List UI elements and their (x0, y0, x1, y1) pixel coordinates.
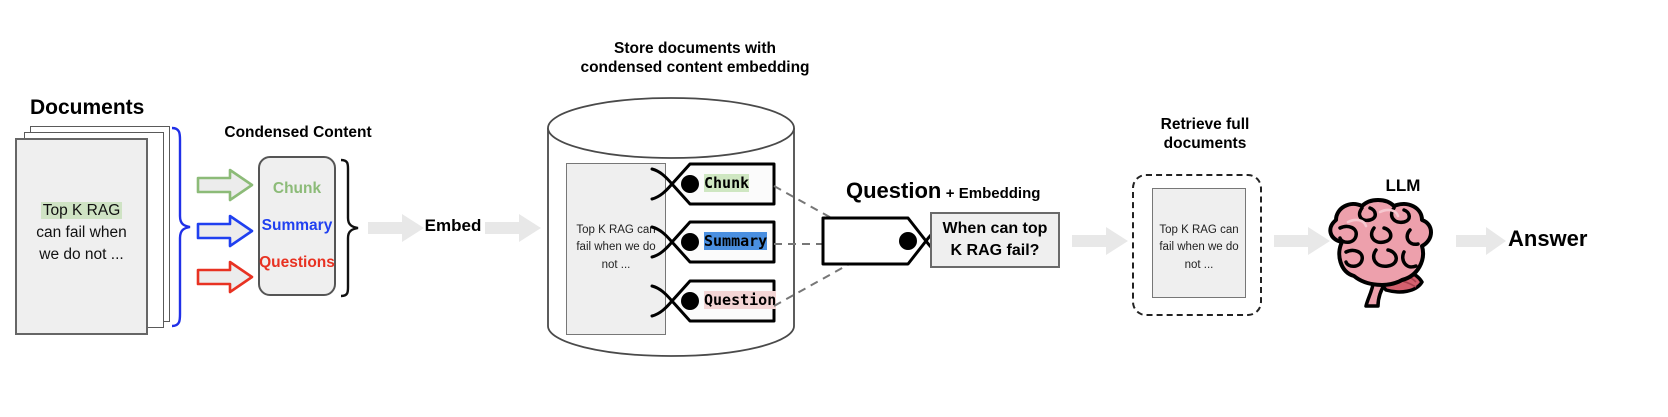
question-heading: Question + Embedding (846, 178, 1066, 204)
retrieved-document (1152, 188, 1246, 298)
documents-brace-blue (171, 126, 191, 328)
document-highlight-phrase: Top K RAG (40, 202, 123, 219)
embed-label: Embed (424, 216, 482, 235)
question-box-line2: K RAG fail? (950, 242, 1040, 259)
arrow-to-embed (368, 214, 424, 242)
question-box-line1: When can top (942, 220, 1048, 238)
arrow-embed-to-store (485, 214, 541, 242)
question-box: When can top K RAG fail? (930, 212, 1060, 268)
tag-chunk: Chunk (650, 161, 776, 207)
stored-doc-line1: Top K RAG can (576, 224, 656, 236)
store-heading: Store documents with condensed content e… (560, 40, 830, 78)
tag-chunk-label: Chunk (704, 174, 750, 192)
condensed-brace-black (340, 158, 359, 298)
tag-question: Question (650, 278, 777, 324)
retrieved-document-text: Top K RAG can fail when we do not ... (1152, 222, 1246, 274)
condensed-content-heading: Condensed Content (224, 124, 372, 141)
retrieved-doc-line2: fail when we do (1159, 241, 1239, 254)
brain-icon (1328, 198, 1433, 308)
condensed-label-summary: Summary (261, 216, 333, 234)
tag-question-label: Question (704, 291, 777, 309)
arrow-llm-to-answer (1456, 227, 1506, 255)
retrieve-heading-line1: Retrieve full (1160, 116, 1250, 133)
tag-summary-label: Summary (704, 232, 768, 250)
tag-summary: Summary (650, 219, 776, 265)
arrow-questions-red (196, 260, 254, 294)
retrieved-doc-line3: not ... (1184, 258, 1214, 271)
condensed-label-chunk: Chunk (272, 179, 322, 197)
arrow-retrieve-to-llm (1274, 227, 1330, 255)
document-text-line3: we do not ... (39, 246, 124, 263)
stored-doc-line3: not ... (601, 258, 631, 271)
store-heading-line1: Store documents with (614, 40, 776, 57)
retrieve-heading-line2: documents (1163, 134, 1247, 152)
arrow-chunk-green (196, 168, 254, 202)
stored-document (566, 163, 666, 335)
question-heading-main: Question (846, 178, 942, 203)
document-page-front (15, 138, 148, 335)
document-body-text: Top K RAG can fail when we do not ... (15, 200, 148, 266)
answer-label: Answer (1508, 226, 1588, 251)
question-heading-sub: + Embedding (945, 185, 1041, 202)
condensed-content-box: Chunk Summary Questions (258, 156, 336, 296)
arrow-summary-blue (196, 214, 254, 248)
llm-label: LLM (1385, 176, 1421, 195)
retrieved-doc-line1: Top K RAG can (1159, 224, 1239, 236)
stored-doc-line2: fail when we do (576, 241, 656, 254)
stored-document-text: Top K RAG can fail when we do not ... (566, 222, 666, 274)
documents-heading: Documents (30, 96, 145, 119)
condensed-label-questions: Questions (259, 254, 335, 272)
document-text-line2: can fail when (36, 224, 127, 241)
retrieve-heading: Retrieve full documents (1120, 116, 1290, 154)
question-tag (820, 214, 948, 268)
store-heading-line2: condensed content embedding (580, 58, 810, 76)
arrow-question-to-retrieve (1072, 227, 1128, 255)
